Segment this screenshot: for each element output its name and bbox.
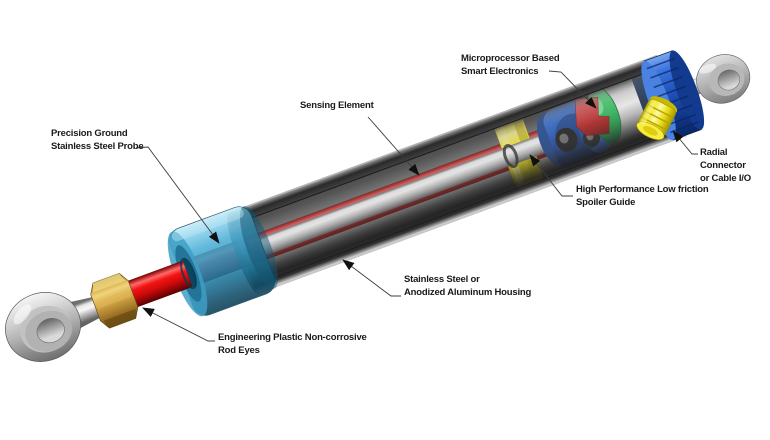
leader-rod-eyes	[142, 307, 215, 342]
label-spoiler: High Performance Low friction Spoiler Gu…	[576, 184, 709, 208]
leader-spoiler	[529, 154, 573, 197]
label-radial: Radial Connector or Cable I/O	[700, 147, 751, 184]
radial-connector	[636, 96, 678, 140]
label-sensing: Sensing Element	[300, 100, 374, 111]
leader-probe	[135, 146, 220, 244]
probe-gland	[167, 206, 278, 317]
rod-eye-left	[5, 292, 81, 362]
leader-radial	[672, 130, 698, 155]
leader-sensing	[367, 116, 420, 176]
end-cap-knurling	[646, 57, 699, 134]
sensor-assembly	[5, 50, 751, 362]
label-housing: Stainless Steel or Anodized Aluminum Hou…	[404, 274, 532, 298]
label-probe: Precision Ground Stainless Steel Probe	[51, 128, 144, 152]
leader-lines	[135, 70, 698, 342]
gland-bore-ring	[180, 257, 197, 290]
eye-bore-left	[36, 318, 65, 344]
label-electronics: Microprocessor Based Smart Electronics	[461, 53, 560, 77]
leader-electronics	[548, 70, 597, 109]
rod-eye-right	[678, 54, 751, 104]
gland-highlight	[171, 208, 244, 242]
eye-bore-right	[717, 69, 741, 91]
label-rod-eyes: Engineering Plastic Non-corrosive Rod Ey…	[218, 332, 367, 356]
leader-housing	[342, 259, 401, 297]
eye-highlight-right	[699, 63, 717, 74]
housing-shell	[226, 54, 687, 295]
eye-highlight-left	[13, 304, 32, 325]
probe-rod	[120, 260, 193, 310]
hex-nut	[90, 273, 139, 329]
